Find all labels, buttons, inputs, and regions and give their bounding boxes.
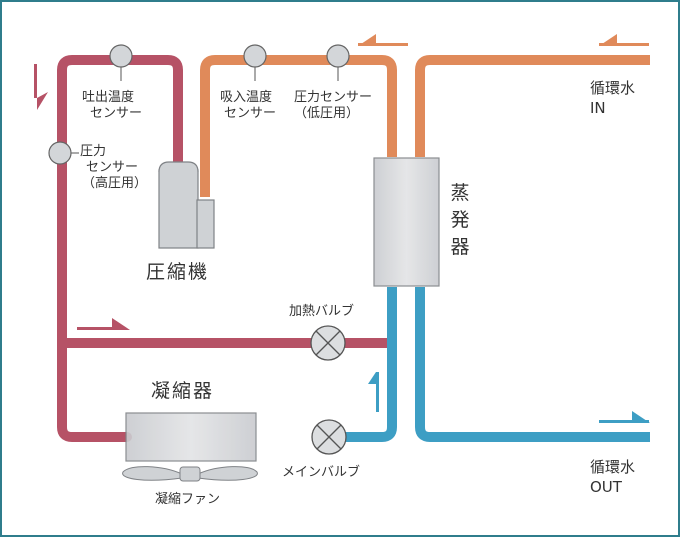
high-pressure-sensor-label: 圧力 センサー （高圧用） <box>80 144 148 191</box>
water-in-pipe <box>415 55 650 157</box>
evaporator-label: 蒸 発 器 <box>450 182 470 258</box>
compressor <box>158 161 215 249</box>
high-pressure-sensor <box>48 141 79 165</box>
flow-arrow-down <box>34 64 48 110</box>
low-pressure-sensor <box>326 44 350 81</box>
flow-arrow-right-bypass <box>77 318 130 330</box>
liquid-pipe <box>332 287 397 442</box>
condenser-label: 凝縮器 <box>151 380 215 402</box>
flow-arrow-left-water-in <box>599 34 649 46</box>
discharge-temp-sensor <box>109 44 133 81</box>
discharge-temp-sensor-label: 吐出温度 センサー <box>82 90 143 121</box>
evaporator <box>373 157 440 287</box>
condenser-fan <box>122 466 258 482</box>
flow-arrow-left-refrigerant <box>358 34 408 46</box>
flow-arrow-up <box>368 372 379 412</box>
low-pressure-sensor-label: 圧力センサー （低圧用） <box>294 90 373 121</box>
suction-pipe <box>200 55 397 197</box>
compressor-label: 圧縮機 <box>146 261 210 283</box>
main-valve-label: メインバルブ <box>282 465 361 480</box>
water-out-pipe <box>415 287 650 442</box>
flow-arrow-right-water-out <box>599 411 650 423</box>
discharge-pipe <box>57 55 183 442</box>
main-valve <box>311 419 347 455</box>
suction-temp-sensor <box>243 44 267 81</box>
water-out-label: 循環水 OUT <box>590 458 636 496</box>
condenser-fan-label: 凝縮ファン <box>155 492 221 507</box>
heating-valve-label: 加熱バルブ <box>289 304 355 319</box>
water-in-label: 循環水 IN <box>590 79 636 117</box>
suction-temp-sensor-label: 吸入温度 センサー <box>220 90 277 121</box>
heating-valve <box>310 325 346 361</box>
